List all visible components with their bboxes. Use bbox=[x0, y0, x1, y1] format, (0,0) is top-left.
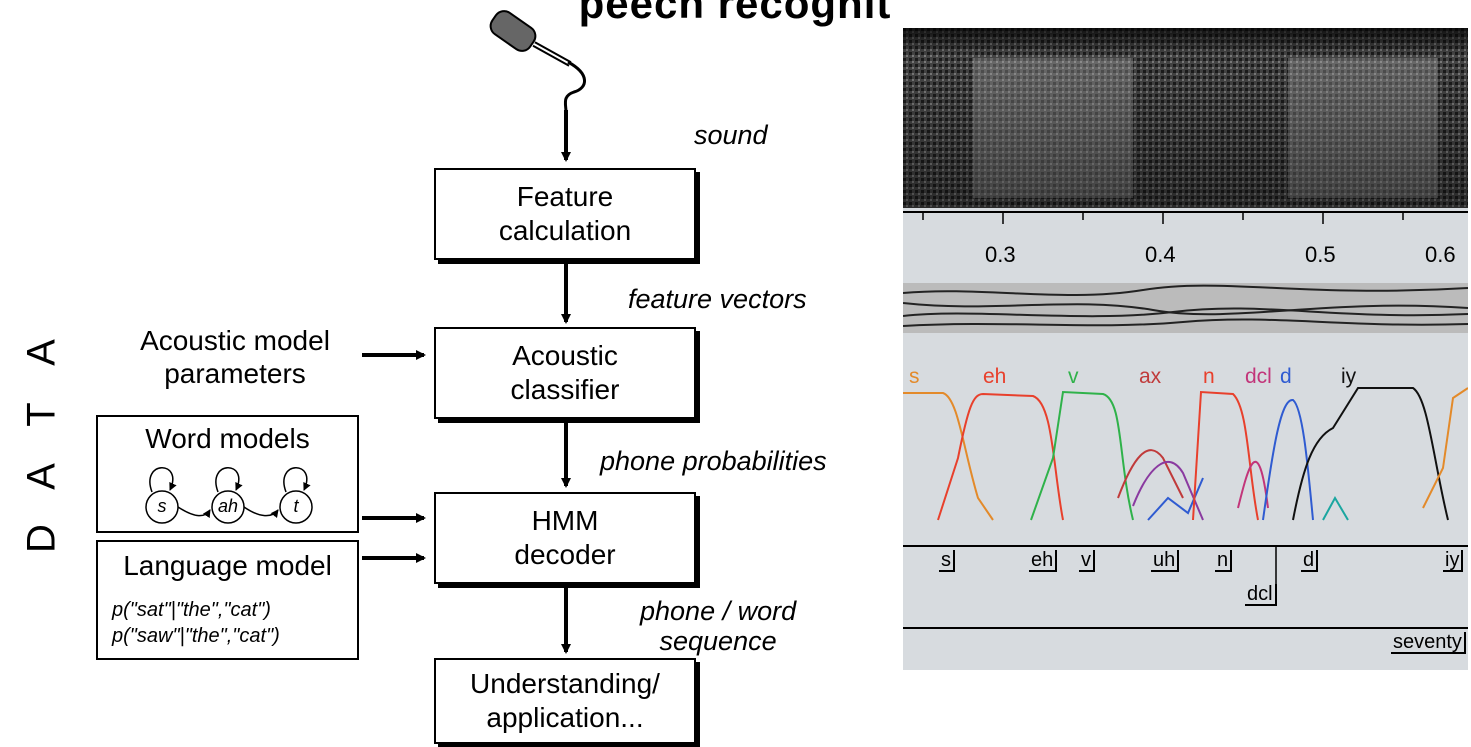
language-model-box: Language model p("sat"|"the","cat") p("s… bbox=[96, 540, 359, 660]
phone-label-dcl: dcl bbox=[1245, 365, 1272, 388]
phone-probabilities-label: phone probabilities bbox=[600, 446, 827, 476]
segment-label: eh bbox=[1029, 550, 1058, 572]
phone-label-eh: eh bbox=[983, 365, 1007, 388]
state-t: t bbox=[293, 496, 299, 516]
segment-label: d bbox=[1301, 550, 1319, 572]
feature-vectors-label: feature vectors bbox=[628, 284, 807, 314]
word-label: seventy bbox=[1391, 632, 1466, 654]
segment-label: v bbox=[1079, 550, 1095, 572]
box-line: calculation bbox=[498, 215, 632, 246]
phone-label-d: d bbox=[1280, 365, 1292, 388]
word-models-title: Word models bbox=[145, 423, 310, 454]
time-tick-label: 0.3 bbox=[985, 242, 1016, 267]
box-line: HMM bbox=[531, 505, 599, 536]
segment-label: n bbox=[1215, 550, 1233, 572]
label-line: parameters bbox=[164, 358, 306, 389]
time-tick-label: 0.5 bbox=[1305, 242, 1336, 267]
time-tick-label: 0.4 bbox=[1145, 242, 1176, 267]
segment-label: uh bbox=[1151, 550, 1180, 572]
phone-label-v: v bbox=[1068, 365, 1079, 388]
phone-label-s: s bbox=[909, 365, 920, 388]
microphone-icon bbox=[489, 10, 586, 113]
edge-line: sequence bbox=[659, 626, 777, 656]
box-line: decoder bbox=[514, 539, 616, 570]
segment-label: s bbox=[939, 550, 955, 572]
box-line: Feature bbox=[516, 181, 614, 212]
box-line: Acoustic bbox=[512, 340, 618, 371]
box-line: application... bbox=[486, 702, 644, 733]
spectrogram-panel: 0.3 0.4 0.5 0.6 s eh v ax n dcl d iy s e… bbox=[903, 28, 1468, 670]
phone-word-sequence-label: phone / word sequence bbox=[640, 596, 796, 656]
edge-line: phone / word bbox=[640, 596, 797, 626]
acoustic-params-label: Acoustic model parameters bbox=[110, 324, 360, 390]
state-s: s bbox=[157, 496, 167, 516]
box-line: classifier bbox=[510, 374, 620, 405]
understanding-box: Understanding/application... bbox=[434, 658, 696, 744]
lm-probability: p("saw"|"the","cat") bbox=[112, 625, 280, 647]
lm-probability: p("sat"|"the","cat") bbox=[112, 599, 271, 621]
phone-label-ax: ax bbox=[1139, 365, 1162, 388]
phone-label-n: n bbox=[1203, 365, 1215, 388]
language-model-title: Language model bbox=[123, 550, 332, 581]
segment-label: dcl bbox=[1245, 584, 1277, 606]
sound-label: sound bbox=[694, 120, 768, 150]
page-title: peech recognit bbox=[578, 0, 892, 27]
phone-label-iy: iy bbox=[1341, 365, 1357, 388]
word-models-box: Word models bbox=[96, 415, 359, 533]
state-ah: ah bbox=[217, 496, 239, 516]
segment-label: iy bbox=[1443, 550, 1464, 572]
label-line: Acoustic model bbox=[140, 325, 330, 356]
time-tick-label: 0.6 bbox=[1425, 242, 1456, 267]
spectrogram-graphics bbox=[903, 28, 1468, 629]
box-line: Understanding/ bbox=[470, 668, 660, 699]
word-model-transitions bbox=[149, 467, 311, 519]
